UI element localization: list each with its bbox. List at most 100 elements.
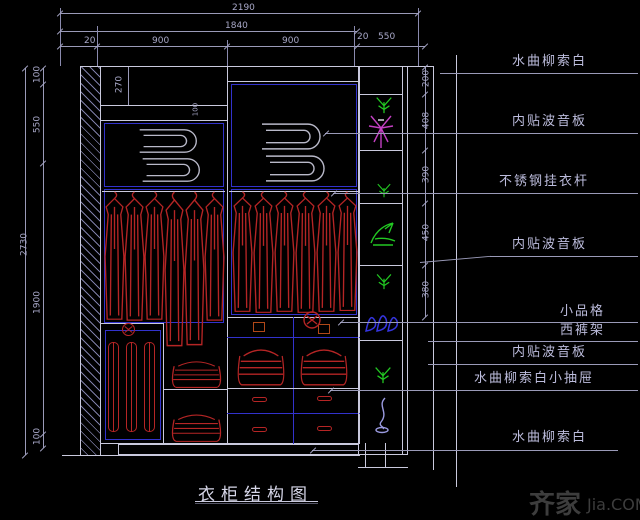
hanging-garment-icon — [231, 191, 254, 314]
callout-label: 内贴波音板 — [512, 345, 588, 360]
callout-label: 内贴波音板 — [512, 237, 588, 252]
drawer-divider — [227, 413, 360, 414]
rod-bracket-icon — [302, 310, 322, 330]
callout-rule — [428, 341, 638, 342]
watermark-en: Jia.COM — [587, 495, 640, 514]
dim-100-gap: 100 — [191, 102, 200, 117]
folded-clothes-icon — [168, 356, 225, 389]
folded-clothes-icon — [297, 342, 351, 387]
shelf-line — [163, 389, 227, 390]
callout-label: 水曲柳索白 — [512, 54, 588, 69]
folded-blanket-icon — [126, 127, 208, 155]
side-pedestal-line — [385, 443, 386, 467]
dim-408: 408 — [421, 111, 432, 130]
dim-line-270 — [128, 67, 129, 105]
extension-line — [60, 8, 61, 66]
drawing-title: 衣柜结构图 — [198, 485, 313, 505]
dim-100: 100 — [32, 65, 43, 84]
callout-rule — [490, 256, 638, 257]
dim-tick — [421, 43, 429, 50]
extension-line — [456, 55, 457, 487]
blanket-compartment — [104, 123, 224, 187]
drawer-handle — [252, 427, 267, 432]
callout-rule — [428, 364, 638, 365]
extension-line — [354, 26, 355, 66]
shoes-icon — [363, 305, 401, 337]
folded-clothes-icon — [168, 409, 225, 443]
callout-leader — [325, 133, 638, 134]
side-shelf — [358, 265, 402, 266]
dim-top-total: 2190 — [232, 3, 255, 13]
dim-tick — [21, 452, 29, 459]
hanging-garment-icon — [273, 191, 296, 314]
plant-icon — [372, 363, 394, 385]
dim-900: 900 — [282, 36, 300, 46]
dim-390: 390 — [421, 165, 432, 184]
dim-line-left-row — [43, 68, 44, 448]
dim-line-top-total — [60, 13, 418, 14]
dim-20: 20 — [357, 32, 369, 42]
callout-leader — [312, 450, 618, 451]
folded-blanket-icon — [129, 156, 211, 184]
side-view-outline — [358, 66, 408, 455]
side-shelf — [358, 340, 402, 341]
extension-line — [418, 8, 419, 66]
rod-bracket-icon — [121, 322, 136, 337]
wall-hatch — [80, 66, 101, 456]
folded-blanket-icon — [248, 121, 332, 152]
callout-label: 不锈钢挂衣杆 — [499, 174, 590, 189]
folded-blanket-icon — [252, 153, 336, 184]
shelf-line — [100, 120, 227, 121]
plant-icon — [371, 94, 397, 114]
plant-icon — [372, 271, 396, 290]
divider-line — [293, 317, 294, 444]
callout-rule — [440, 73, 638, 74]
hanger-rod — [229, 191, 358, 192]
dim-line-top-row — [60, 46, 425, 47]
callout-label: 小品格 — [560, 304, 606, 319]
blanket-compartment — [231, 84, 357, 187]
callout-leader — [330, 390, 638, 391]
small-drawer-handle — [318, 324, 330, 334]
side-pedestal-line — [365, 443, 366, 467]
center-divider — [227, 66, 228, 444]
drawer-handle — [317, 396, 332, 401]
dim-tick — [421, 314, 429, 321]
drawer-handle — [252, 397, 267, 402]
hanging-garment-icon — [294, 191, 317, 315]
callout-label: 西裤架 — [560, 323, 606, 338]
trousers-icon — [126, 342, 137, 432]
plant-icon — [371, 181, 397, 198]
title-underline — [195, 501, 318, 502]
dim-20: 20 — [84, 36, 96, 46]
extension-line — [227, 40, 228, 66]
trousers-icon — [144, 342, 155, 432]
shelf-line — [100, 323, 163, 324]
shelf-line — [227, 388, 360, 389]
side-shelf — [358, 94, 402, 95]
dim-line-side — [425, 67, 426, 317]
side-shelf — [358, 203, 402, 204]
hanging-garment-icon — [336, 191, 359, 313]
dim-1900: 1900 — [32, 291, 43, 314]
vase-icon — [369, 396, 397, 434]
dim-top-inner: 1840 — [225, 21, 248, 31]
dim-200: 200 — [421, 69, 432, 88]
shelf-line — [227, 81, 360, 82]
dim-270: 270 — [114, 75, 125, 94]
side-panel-line — [402, 66, 403, 455]
dim-450: 450 — [421, 223, 432, 242]
divider-line — [163, 323, 164, 444]
floor-line — [62, 455, 360, 456]
hanging-garment-icon — [203, 191, 226, 323]
dim-left-total: 2730 — [19, 233, 30, 256]
callout-label: 内贴波音板 — [512, 114, 588, 129]
callout-label: 水曲柳索白 — [512, 430, 588, 445]
dim-550: 550 — [32, 115, 43, 134]
dim-900: 900 — [152, 36, 170, 46]
shelf-line — [100, 105, 227, 106]
folded-clothes-icon — [234, 342, 288, 387]
callout-leader — [340, 322, 638, 323]
side-shelf — [358, 150, 402, 151]
